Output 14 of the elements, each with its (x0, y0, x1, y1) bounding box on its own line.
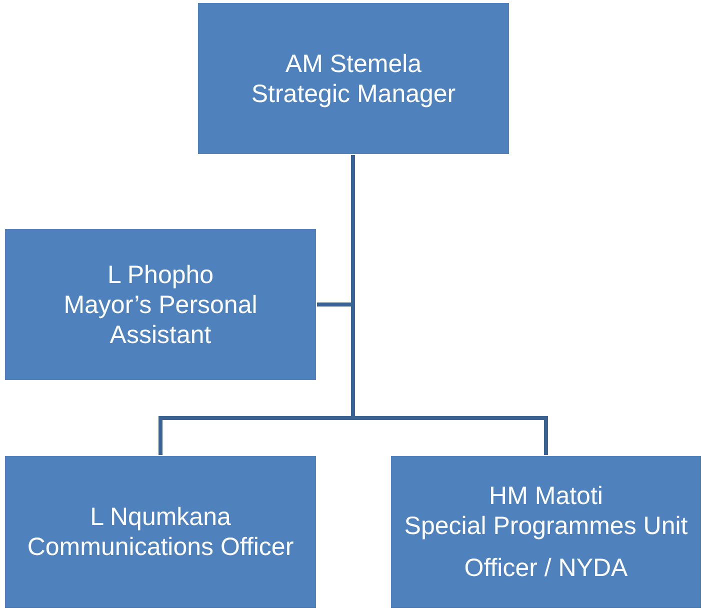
person-name: L Nqumkana (90, 502, 231, 532)
job-title: Special Programmes Unit (404, 511, 688, 541)
org-chart-box (4, 455, 317, 609)
person-name: L Phopho (107, 260, 214, 290)
job-title: Communications Officer (27, 532, 294, 562)
person-name: HM Matoti (489, 481, 603, 511)
job-title: Mayor’s Personal Assistant (62, 290, 258, 350)
connector-line (351, 155, 548, 455)
org-chart-box (197, 2, 510, 155)
org-chart-box (390, 455, 702, 609)
org-chart-box (4, 228, 317, 381)
job-title: Strategic Manager (251, 78, 456, 108)
job-title: Officer / NYDA (464, 553, 628, 583)
person-name: AM Stemela (285, 48, 422, 78)
